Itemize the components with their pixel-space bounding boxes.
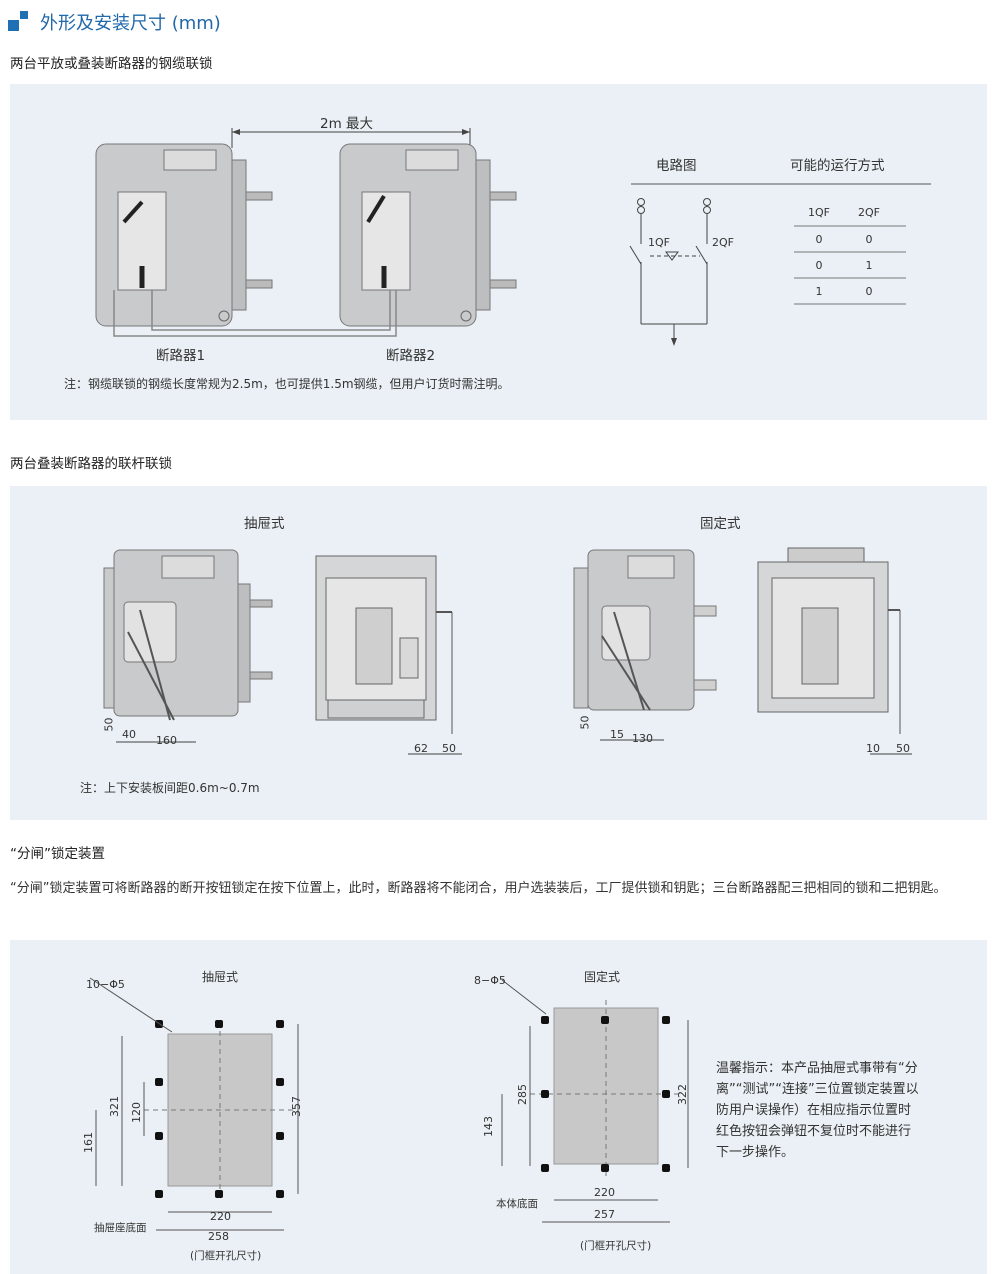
section3-title: “分闸”锁定装置 — [10, 846, 105, 862]
dim-120: 120 — [130, 1102, 143, 1123]
dim-257: 257 — [594, 1208, 615, 1221]
cutout-size-fixed: (门框开孔尺寸) — [580, 1240, 652, 1252]
table-row: 1 0 — [815, 284, 873, 298]
fixed-holes-label: 8−Φ5 — [474, 974, 506, 987]
dim-draw-40: 40 — [122, 728, 136, 741]
dim-fixed-15: 15 — [610, 728, 624, 741]
dim-220-draw: 220 — [210, 1210, 231, 1223]
dim-fixed-50b: 50 — [896, 742, 910, 755]
cutout-drawing — [89, 977, 689, 1231]
dim-143: 143 — [482, 1116, 495, 1137]
dim-321: 321 — [108, 1096, 121, 1117]
cutout-draw-title: 抽屉式 — [202, 970, 239, 984]
breaker-2-label: 断路器2 — [386, 348, 436, 364]
dim-357: 357 — [290, 1096, 303, 1117]
dim-draw-62: 62 — [414, 742, 428, 755]
dim-161: 161 — [82, 1132, 95, 1153]
dim-draw-160: 160 — [156, 734, 177, 747]
section1-title: 两台平放或叠装断路器的钢缆联锁 — [10, 56, 213, 72]
breaker-2-drawing — [339, 143, 517, 327]
distance-label: 2m 最大 — [320, 116, 374, 132]
page-heading: 外形及安装尺寸 (mm) — [8, 8, 221, 36]
dim-258: 258 — [208, 1230, 229, 1243]
fixed-base-label: 本体底面 — [496, 1198, 538, 1210]
breaker-1-drawing — [95, 143, 273, 327]
section2-title: 两台叠装断路器的联杆联锁 — [10, 456, 172, 472]
table-row: 0 0 — [815, 232, 873, 246]
dim-fixed-50: 50 — [578, 715, 592, 730]
heading-square-icon — [8, 11, 30, 33]
qf1-label: 1QF — [648, 236, 670, 249]
section1-note: 注：钢缆联锁的钢缆长度常规为2.5m，也可提供1.5m钢缆，但用户订货时需注明。 — [64, 377, 510, 391]
rod-interlock-drawing — [103, 547, 912, 755]
cutout-fixed-title: 固定式 — [584, 970, 621, 984]
cutout-size-draw: (门框开孔尺寸) — [190, 1250, 262, 1262]
dim-220-fixed: 220 — [594, 1186, 615, 1199]
section2-note: 注：上下安装板间距0.6m~0.7m — [80, 781, 260, 795]
dim-322: 322 — [676, 1084, 689, 1105]
qf2-label: 2QF — [712, 236, 734, 249]
dim-fixed-10: 10 — [866, 742, 880, 755]
dim-draw-50b: 50 — [442, 742, 456, 755]
circuit-title: 电路图 — [656, 158, 697, 174]
fixed-label: 固定式 — [700, 516, 741, 532]
circuit-diagram — [629, 198, 711, 342]
cable-interlock-drawing — [95, 128, 931, 346]
breaker-1-label: 断路器1 — [156, 348, 206, 364]
drawout-label: 抽屉式 — [244, 516, 285, 532]
dim-fixed-130: 130 — [632, 732, 653, 745]
modes-table: 1QF 2QF 0 0 0 1 1 0 — [794, 206, 894, 304]
lock-paragraph: “分闸”锁定装置可将断路器的断开按钮锁定在按下位置上，此时，断路器将不能闭合，用… — [10, 881, 947, 896]
modes-title: 可能的运行方式 — [790, 158, 885, 174]
table-header: 1QF 2QF — [808, 206, 880, 219]
draw-holes-label: 10−Φ5 — [86, 978, 125, 991]
page-title: 外形及安装尺寸 (mm) — [40, 13, 221, 34]
table-row: 0 1 — [815, 258, 873, 272]
dim-draw-50: 50 — [102, 717, 116, 732]
tip-text: 温馨指示：本产品抽屉式事带有“分离”“测试”“连接”三位置锁定装置以防用户误操作… — [716, 1061, 919, 1160]
draw-base-label: 抽屉座底面 — [94, 1222, 147, 1234]
dim-285: 285 — [516, 1084, 529, 1105]
